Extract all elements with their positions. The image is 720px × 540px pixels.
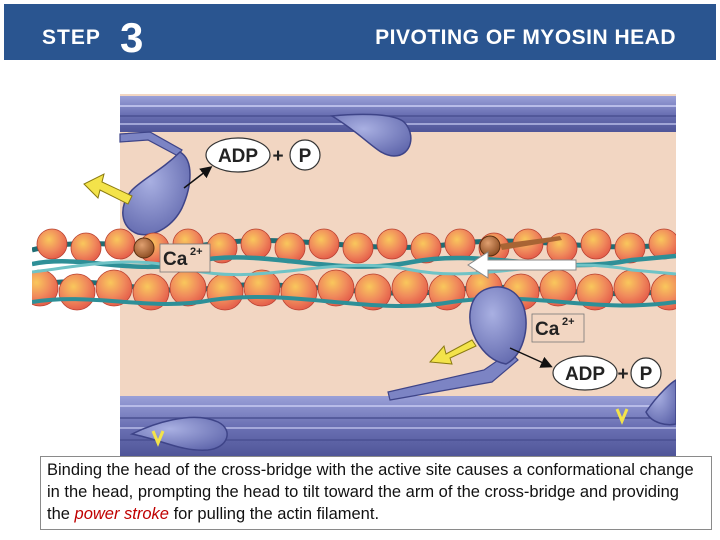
plus-label-bottom: + — [617, 364, 628, 385]
actin-bead — [240, 228, 272, 260]
actin-bead — [58, 273, 96, 311]
phosphate-bubble-bottom — [630, 357, 662, 389]
adp-bubble-top — [205, 137, 271, 173]
caption-part1: Binding the head of the cross-bridge wit… — [47, 461, 694, 523]
step-title: PIVOTING OF MYOSIN HEAD — [375, 26, 676, 49]
phosphate-label-bottom: P — [640, 364, 653, 385]
actin-bead — [613, 269, 651, 307]
step-label: STEP — [42, 26, 101, 49]
actin-bead — [317, 269, 355, 307]
actin-bead — [132, 273, 170, 311]
binding-mark-bottom-left — [151, 430, 165, 447]
caption-text: Binding the head of the cross-bridge wit… — [47, 459, 705, 525]
calcium-charge-left: 2+ — [190, 246, 203, 258]
release-arrow-top — [183, 166, 213, 189]
actin-bead — [308, 228, 340, 260]
actin-bead — [36, 228, 68, 260]
myosin-head-bottom-right — [645, 379, 676, 426]
actin-bead — [376, 228, 408, 260]
caption-box: Binding the head of the cross-bridge wit… — [40, 456, 712, 530]
actin-bead — [614, 232, 646, 264]
actin-bead — [342, 232, 374, 264]
cross-bridge-arm-bottom — [387, 351, 519, 401]
actin-bead — [391, 269, 429, 307]
actin-bead — [95, 269, 133, 307]
calcium-label-right: Ca — [535, 319, 560, 340]
actin-bead — [576, 273, 614, 311]
myosin-head-bottom-left — [129, 416, 228, 451]
actin-bead — [70, 232, 102, 264]
step-number: 3 — [120, 14, 144, 61]
myosin-head-pivoted-bottom — [469, 286, 527, 365]
troponin-right — [479, 235, 501, 257]
actin-bead — [206, 273, 244, 311]
calcium-charge-right: 2+ — [562, 316, 575, 328]
actin-bead — [410, 232, 442, 264]
actin-slide-arrow — [467, 251, 577, 279]
phosphate-bubble-top — [289, 139, 321, 171]
troponin-left — [133, 237, 155, 259]
actin-bead — [580, 228, 612, 260]
actin-bead — [104, 228, 136, 260]
release-arrow-bottom — [509, 347, 553, 368]
actin-bead — [354, 273, 392, 311]
troponin-tail-right — [500, 236, 562, 250]
calcium-box-left — [159, 243, 211, 273]
calcium-label-left: Ca — [163, 249, 188, 270]
actin-bead — [444, 228, 476, 260]
myosin-head-top-right — [329, 113, 412, 157]
myosin-actin-diagram: ADP + P Ca 2+ Ca 2+ ADP + P — [32, 94, 676, 456]
calcium-box-right — [531, 313, 585, 343]
adp-label-top: ADP — [218, 146, 258, 167]
adp-bubble-bottom — [552, 355, 618, 391]
adp-label-bottom: ADP — [565, 364, 605, 385]
diagram-canvas: ADP + P Ca 2+ Ca 2+ ADP + P — [32, 94, 676, 456]
actin-bead — [280, 273, 318, 311]
plus-label-top: + — [272, 146, 283, 167]
binding-mark-bottom-right — [615, 408, 629, 425]
head-movement-arrow-top — [83, 173, 133, 205]
step-header: STEP 3 PIVOTING OF MYOSIN HEAD — [4, 4, 716, 61]
caption-part2: for pulling the actin filament. — [169, 505, 380, 523]
caption-emphasis: power stroke — [74, 505, 169, 523]
head-movement-arrow-bottom — [428, 339, 477, 365]
phosphate-label-top: P — [299, 146, 312, 167]
